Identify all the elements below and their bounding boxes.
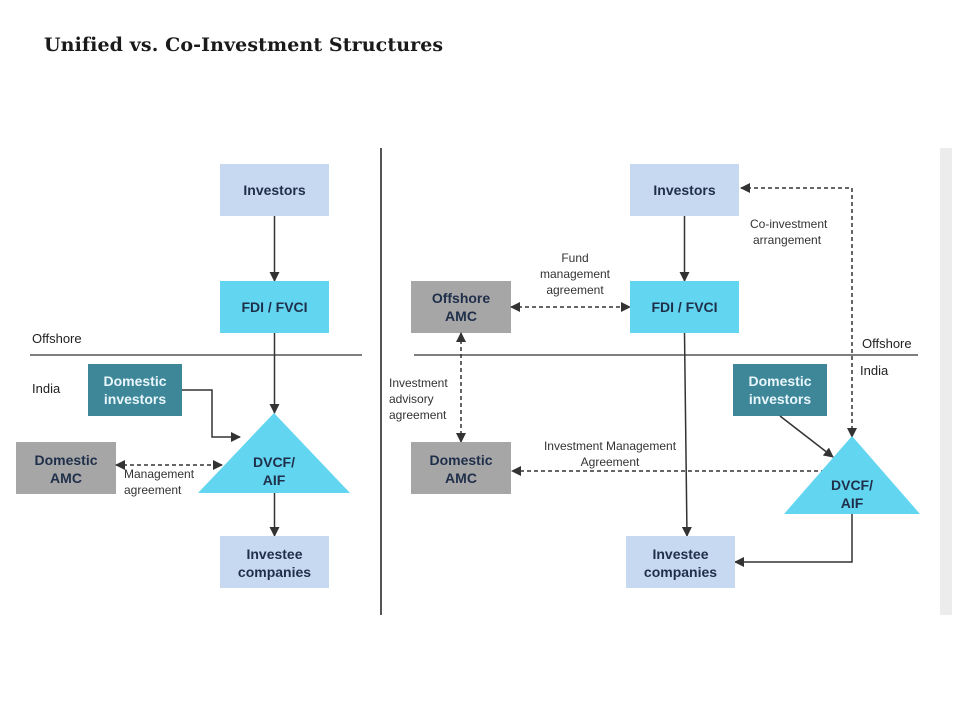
offshore-label: Offshore bbox=[862, 336, 912, 351]
dvcf-aif-triangle bbox=[784, 436, 920, 514]
management-agreement-label-line2: agreement bbox=[124, 483, 182, 497]
investment-advisory-label-line1: Investment bbox=[389, 376, 448, 390]
investee-companies-label-line2: companies bbox=[238, 564, 311, 580]
domestic-investors-to-dvcf-arrow bbox=[182, 389, 241, 442]
offshore-amc-box bbox=[411, 281, 511, 333]
domestic-investors-to-dvcf-arrow bbox=[779, 415, 834, 458]
dvcf-aif-label-line1: DVCF/ bbox=[253, 454, 295, 470]
fund-management-label-line1: Fund bbox=[561, 251, 588, 265]
domestic-amc-label-line2: AMC bbox=[445, 470, 477, 486]
investment-management-label-line1: Investment Management bbox=[544, 439, 677, 453]
investee-companies-label-line2: companies bbox=[644, 564, 717, 580]
domestic-amc-box bbox=[16, 442, 116, 494]
investment-advisory-label-line3: agreement bbox=[389, 408, 447, 422]
fdi-fvci-box bbox=[630, 281, 739, 333]
dvcf-aif-triangle bbox=[198, 413, 350, 493]
domestic-amc-box bbox=[411, 442, 511, 494]
domestic-investors-label-line2: investors bbox=[749, 391, 811, 407]
fdi-fvci-label: FDI / FVCI bbox=[651, 299, 717, 315]
domestic-investors-label-line1: Domestic bbox=[103, 373, 166, 389]
dvcf-to-investee-arrow bbox=[734, 514, 853, 567]
investors-box bbox=[630, 164, 739, 216]
india-label: India bbox=[32, 381, 61, 396]
management-agreement-label-line1: Management bbox=[124, 467, 195, 481]
slide-title: Unified vs. Co-Investment Structures bbox=[44, 34, 444, 56]
investment-management-label-line2: Agreement bbox=[581, 455, 640, 469]
co-investment-label-line1: Co-investment bbox=[750, 217, 828, 231]
investors-box bbox=[220, 164, 329, 216]
fdi-fvci-box bbox=[220, 281, 329, 333]
india-label: India bbox=[860, 363, 889, 378]
dvcf-aif-label-line1: DVCF/ bbox=[831, 477, 873, 493]
offshore-amc-label-line2: AMC bbox=[445, 308, 477, 324]
investors-label: Investors bbox=[243, 182, 305, 198]
fund-management-label-line3: agreement bbox=[546, 283, 604, 297]
investors-label: Investors bbox=[653, 182, 715, 198]
domestic-amc-label-line2: AMC bbox=[50, 470, 82, 486]
dvcf-aif-label-line2: AIF bbox=[841, 495, 864, 511]
investee-companies-box bbox=[626, 536, 735, 588]
domestic-investors-box bbox=[88, 364, 182, 416]
domestic-investors-label-line1: Domestic bbox=[748, 373, 811, 389]
right-edge-strip bbox=[940, 148, 952, 615]
domestic-investors-label-line2: investors bbox=[104, 391, 166, 407]
co-investment-structure: Investors Co-investment arrangement Fund… bbox=[389, 164, 920, 588]
investee-companies-label-line1: Investee bbox=[652, 546, 708, 562]
domestic-amc-label-line1: Domestic bbox=[429, 452, 492, 468]
unified-structure: Investors FDI / FVCI Offshore India Dome… bbox=[16, 164, 362, 588]
investment-advisory-label-line2: advisory bbox=[389, 392, 434, 406]
fund-management-label-line2: management bbox=[540, 267, 611, 281]
investee-companies-box bbox=[220, 536, 329, 588]
fdi-fvci-label: FDI / FVCI bbox=[241, 299, 307, 315]
domestic-investors-box bbox=[733, 364, 827, 416]
offshore-label: Offshore bbox=[32, 331, 82, 346]
fdi-to-investee-arrow bbox=[681, 332, 692, 537]
co-investment-arrangement-arrow bbox=[740, 183, 857, 438]
domestic-amc-label-line1: Domestic bbox=[34, 452, 97, 468]
offshore-amc-label-line1: Offshore bbox=[432, 290, 491, 306]
dvcf-aif-label-line2: AIF bbox=[263, 472, 286, 488]
co-investment-label-line2: arrangement bbox=[753, 233, 822, 247]
investee-companies-label-line1: Investee bbox=[246, 546, 302, 562]
